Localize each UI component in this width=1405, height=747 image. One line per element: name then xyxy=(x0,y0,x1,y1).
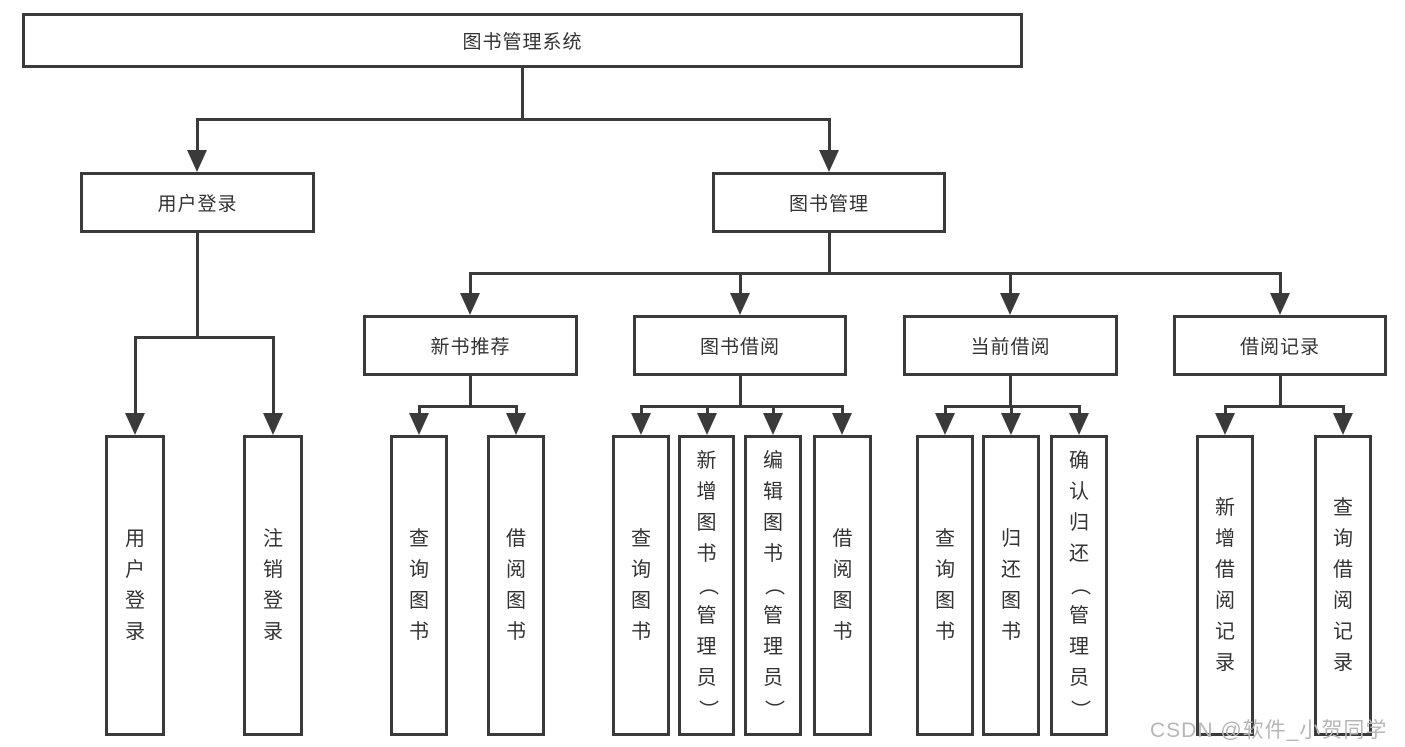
node-current-borrowing: 当前借阅 xyxy=(903,315,1118,376)
node-borrowing-records-label: 借阅记录 xyxy=(1239,337,1320,358)
node-borrowing-records: 借阅记录 xyxy=(1173,315,1387,376)
node-root-label: 图书管理系统 xyxy=(462,32,583,53)
arrowhead-leaf-user-login xyxy=(125,413,145,435)
connector-level3-rail xyxy=(469,272,1282,275)
connector-drop-current-confirm xyxy=(1078,405,1081,415)
leaf-borrow-query-books-label: 查询图书 xyxy=(631,527,651,643)
leaf-current-query-books-label: 查询图书 xyxy=(935,527,955,643)
node-user-login-label: 用户登录 xyxy=(157,194,238,215)
connector-drop-current-borrowing xyxy=(1009,272,1012,295)
leaf-user-login-label: 用户登录 xyxy=(125,527,145,643)
arrowhead-borrow-edit xyxy=(763,413,783,435)
leaf-current-return-books: 归还图书 xyxy=(982,435,1040,736)
node-book-borrowing-label: 图书借阅 xyxy=(699,337,780,358)
connector-book-borrowing-stem xyxy=(739,375,742,406)
connector-drop-newbook-query xyxy=(418,405,421,415)
arrowhead-new-book xyxy=(460,293,480,315)
connector-drop-borrow-add xyxy=(706,405,709,415)
arrowhead-borrow-borrow xyxy=(832,413,852,435)
leaf-user-login: 用户登录 xyxy=(105,435,165,736)
connector-drop-borrow-edit xyxy=(772,405,775,415)
arrowhead-book-borrowing xyxy=(730,293,750,315)
arrowhead-records-add xyxy=(1215,413,1235,435)
connector-drop-leaf-user-login xyxy=(134,336,137,415)
node-book-management-label: 图书管理 xyxy=(788,194,869,215)
connector-drop-borrowing-records xyxy=(1279,272,1282,295)
arrowhead-newbook-borrow xyxy=(506,413,526,435)
arrowhead-book-management xyxy=(819,150,839,172)
arrowhead-current-borrowing xyxy=(1000,293,1020,315)
leaf-current-confirm-return-admin: 确认归还（管理员） xyxy=(1050,435,1108,736)
csdn-watermark: CSDN @软件_小贺同学 xyxy=(1150,719,1388,742)
leaf-records-query-record: 查询借阅记录 xyxy=(1314,435,1372,736)
arrowhead-records-query xyxy=(1333,413,1353,435)
leaf-newbook-query-books: 查询图书 xyxy=(390,435,448,736)
leaf-logout: 注销登录 xyxy=(243,435,303,736)
arrowhead-newbook-query xyxy=(409,413,429,435)
connector-drop-user-login xyxy=(196,118,199,152)
leaf-records-add-record-label: 新增借阅记录 xyxy=(1215,496,1235,674)
node-book-management: 图书管理 xyxy=(712,172,946,233)
leaf-current-confirm-return-admin-label: 确认归还（管理员） xyxy=(1068,450,1091,720)
arrowhead-current-return xyxy=(1001,413,1021,435)
connector-records-stem xyxy=(1279,375,1282,406)
leaf-borrow-query-books: 查询图书 xyxy=(612,435,670,736)
node-book-borrowing: 图书借阅 xyxy=(633,315,847,376)
leaf-newbook-borrow-books: 借阅图书 xyxy=(487,435,545,736)
arrowhead-user-login xyxy=(187,150,207,172)
connector-drop-current-query xyxy=(944,405,947,415)
node-new-book-recommend-label: 新书推荐 xyxy=(430,337,511,358)
connector-drop-borrow-query xyxy=(640,405,643,415)
node-new-book-recommend: 新书推荐 xyxy=(363,315,578,376)
connector-current-stem xyxy=(1009,375,1012,406)
connector-drop-newbook-borrow xyxy=(515,405,518,415)
connector-drop-records-add xyxy=(1224,405,1227,415)
connector-drop-new-book xyxy=(469,272,472,295)
connector-drop-book-borrowing xyxy=(739,272,742,295)
arrowhead-current-query xyxy=(935,413,955,435)
node-user-login: 用户登录 xyxy=(80,172,315,233)
arrowhead-leaf-logout xyxy=(263,413,283,435)
leaf-borrow-edit-books-admin-label: 编辑图书（管理员） xyxy=(762,450,785,720)
arrowhead-current-confirm xyxy=(1069,413,1089,435)
leaf-newbook-borrow-books-label: 借阅图书 xyxy=(506,527,526,643)
leaf-newbook-query-books-label: 查询图书 xyxy=(409,527,429,643)
node-current-borrowing-label: 当前借阅 xyxy=(970,337,1051,358)
connector-drop-leaf-logout xyxy=(272,336,275,415)
arrowhead-borrowing-records xyxy=(1270,293,1290,315)
leaf-current-query-books: 查询图书 xyxy=(916,435,974,736)
leaf-borrow-borrow-books: 借阅图书 xyxy=(813,435,872,736)
connector-drop-current-return xyxy=(1010,405,1013,415)
connector-new-book-rail xyxy=(418,405,518,408)
connector-drop-records-query xyxy=(1342,405,1345,415)
connector-book-borrowing-rail xyxy=(640,405,844,408)
leaf-records-query-record-label: 查询借阅记录 xyxy=(1333,496,1353,674)
leaf-borrow-borrow-books-label: 借阅图书 xyxy=(832,527,853,643)
arrowhead-borrow-query xyxy=(631,413,651,435)
connector-user-login-rail xyxy=(134,336,275,339)
arrowhead-borrow-add xyxy=(697,413,717,435)
connector-records-rail xyxy=(1224,405,1345,408)
connector-user-login-stem xyxy=(196,232,199,336)
connector-drop-borrow-borrow xyxy=(841,405,844,415)
leaf-logout-label: 注销登录 xyxy=(263,527,283,643)
connector-drop-book-management xyxy=(828,118,831,152)
connector-new-book-stem xyxy=(469,375,472,406)
leaf-current-return-books-label: 归还图书 xyxy=(1001,527,1021,643)
connector-root-stem xyxy=(521,68,524,118)
leaf-records-add-record: 新增借阅记录 xyxy=(1196,435,1254,736)
leaf-borrow-add-books-admin: 新增图书（管理员） xyxy=(678,435,735,736)
leaf-borrow-add-books-admin-label: 新增图书（管理员） xyxy=(696,450,718,720)
leaf-borrow-edit-books-admin: 编辑图书（管理员） xyxy=(744,435,802,736)
node-root-library-system: 图书管理系统 xyxy=(22,13,1023,68)
connector-book-management-stem xyxy=(828,232,831,272)
connector-level2-rail xyxy=(196,118,831,121)
